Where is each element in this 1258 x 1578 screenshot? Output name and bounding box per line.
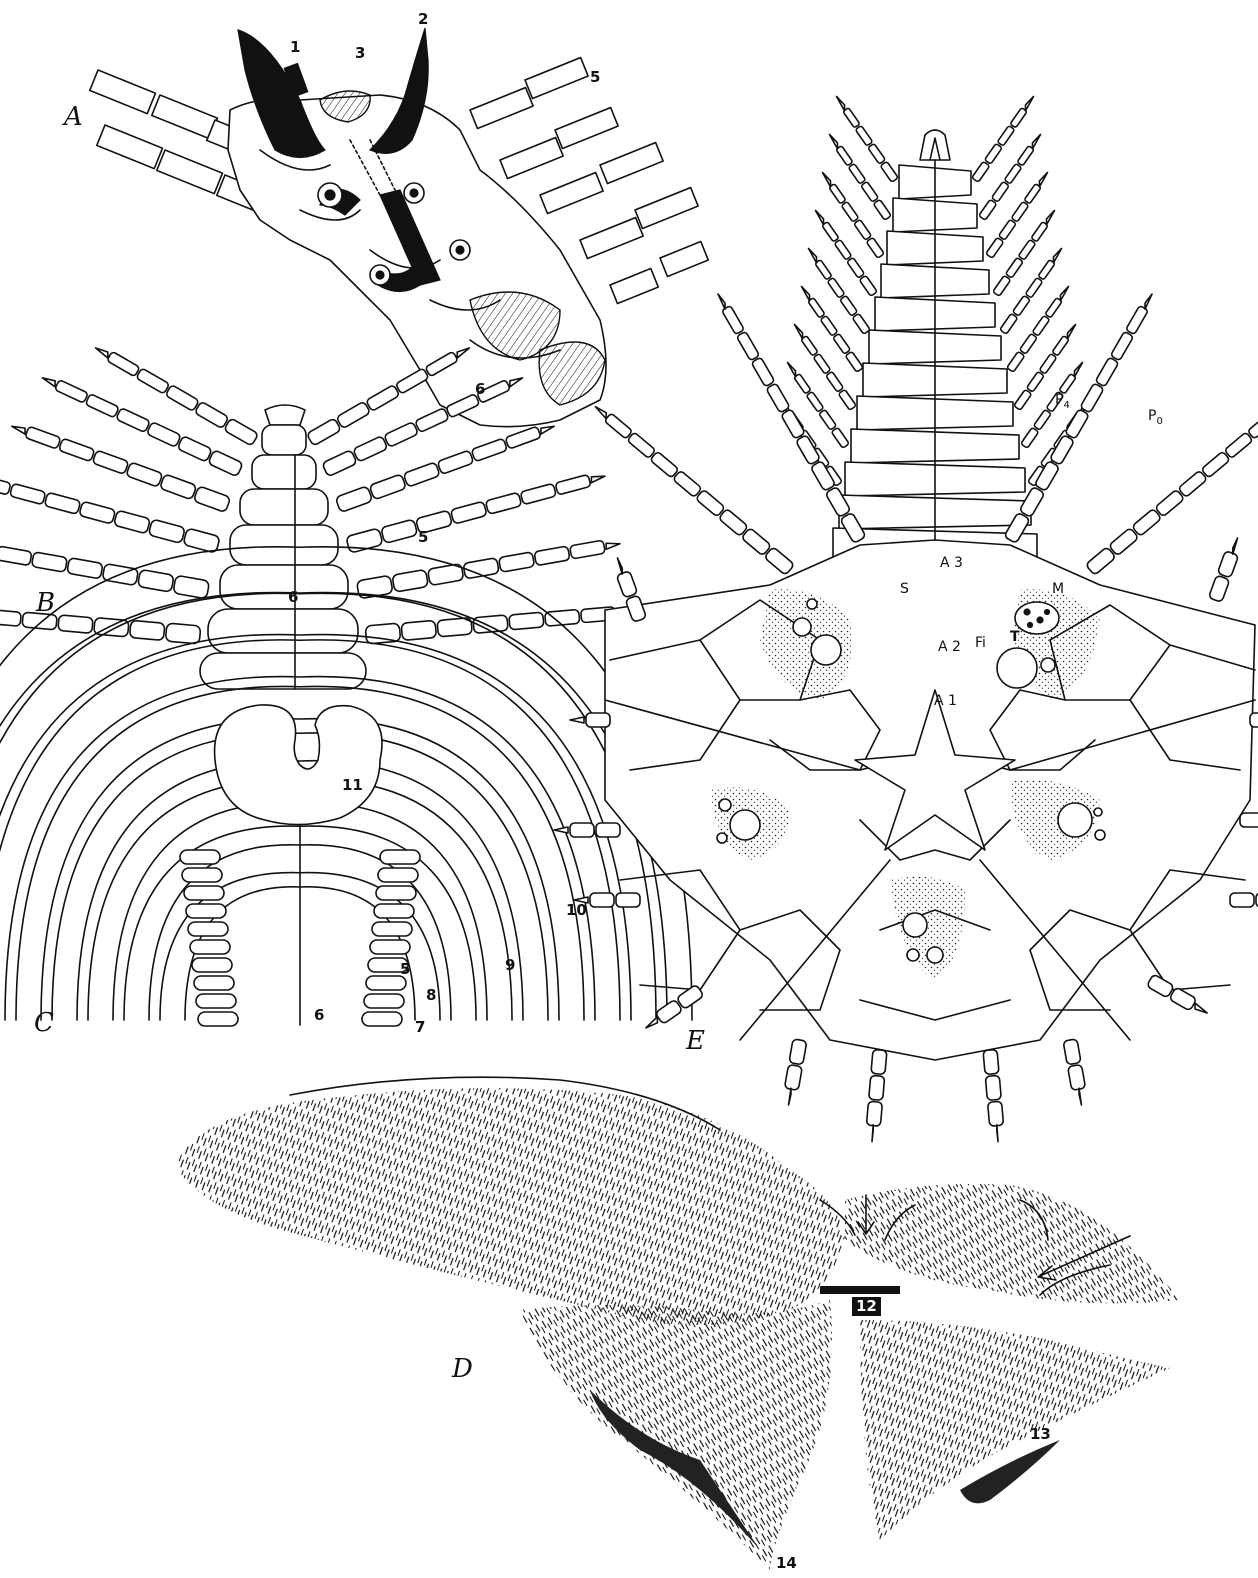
panel-e-label-fi: Fi: [975, 636, 986, 650]
panel-a-label-6: 6: [475, 382, 485, 397]
panel-d-label-14: 14: [776, 1556, 797, 1571]
panel-c-label-6: 6: [314, 1008, 324, 1023]
panel-e-letter: E: [686, 1028, 705, 1054]
panel-a-label-1: 1: [290, 40, 300, 55]
panel-a-label-2: 2: [418, 12, 428, 27]
panel-c-label-11: 11: [342, 778, 363, 793]
panel-a-label-3: 3: [355, 46, 365, 61]
panel-c-central-plate: [215, 705, 382, 825]
panel-e-label-p4: P4: [1055, 393, 1070, 411]
panel-c-letter: C: [34, 1010, 54, 1036]
panel-b-label-6: 6: [288, 590, 298, 605]
panel-e-label-a3: A 3: [940, 556, 963, 570]
panel-e-label-p0: P0: [1148, 409, 1163, 427]
panel-d-letter: D: [452, 1356, 473, 1382]
panel-b-letter: B: [36, 590, 55, 616]
panel-a-label-5: 5: [590, 70, 600, 85]
panel-e-drawing: [554, 96, 1258, 1141]
panel-c-label-8: 8: [426, 988, 436, 1003]
panel-b-label-5: 5: [418, 530, 428, 545]
panel-c-label-7: 7: [415, 1020, 425, 1035]
panel-a-letter: A: [64, 104, 83, 130]
panel-e-label-t: T: [1010, 630, 1020, 644]
panel-d-label-13: 13: [1030, 1427, 1051, 1442]
panel-e-label-s: S: [900, 582, 909, 596]
panel-c-label-5: 5: [400, 962, 410, 977]
panel-d-label-12: 12: [852, 1297, 881, 1316]
panel-e-label-m: M: [1052, 582, 1064, 596]
panel-e-label-a2: A 2: [938, 640, 961, 654]
panel-e-label-a1: A 1: [934, 694, 957, 708]
panel-d-drawing: [175, 1077, 1180, 1570]
panel-c-label-9: 9: [505, 958, 515, 973]
panel-c-label-10: 10: [566, 903, 587, 918]
panel-a-drawing: [90, 28, 709, 427]
